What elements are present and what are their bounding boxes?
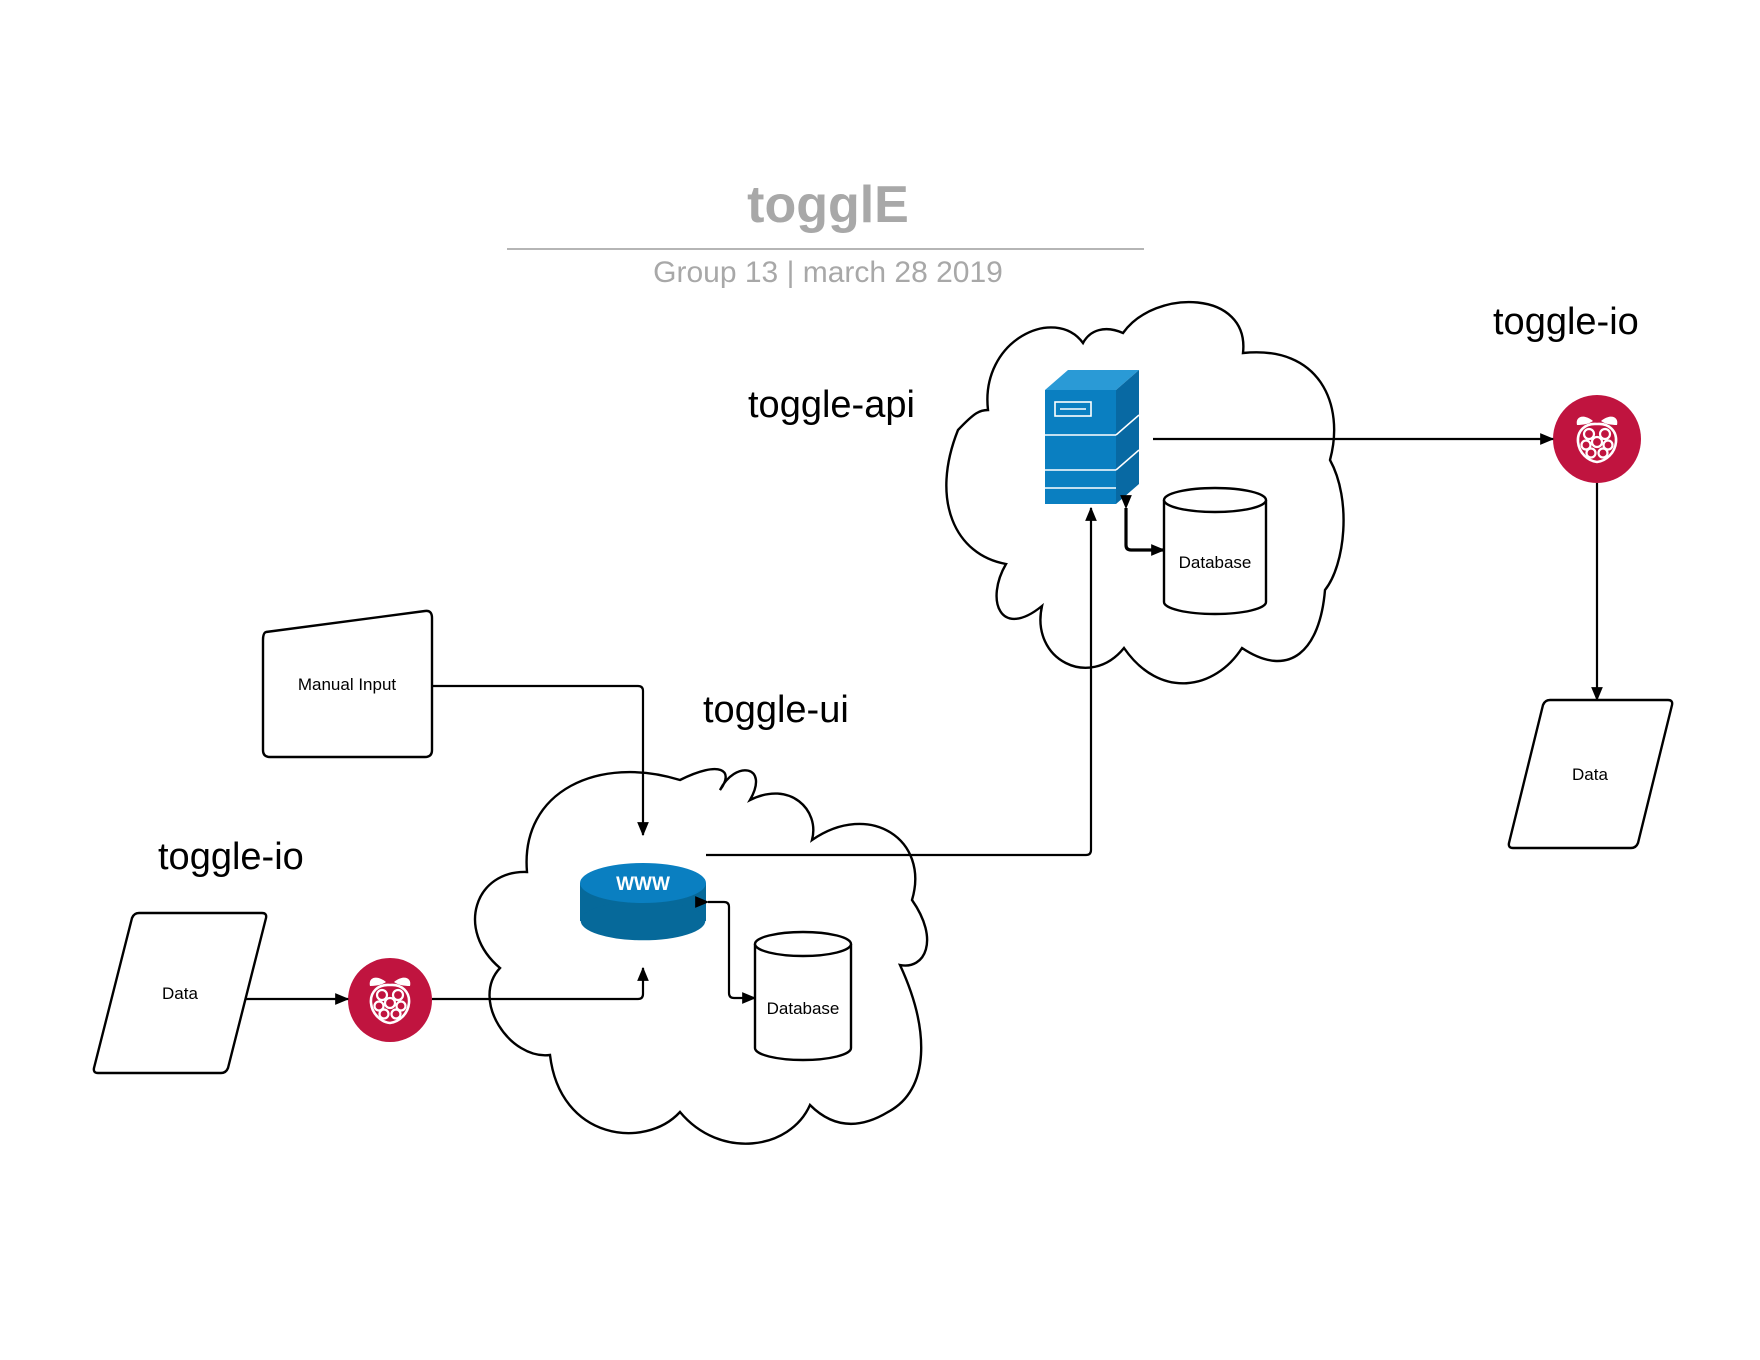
www-label: WWW <box>616 874 670 895</box>
raspberry-pi-icon[interactable] <box>1553 395 1641 483</box>
data-left-shape[interactable] <box>92 911 268 1075</box>
manual-input-label: Manual Input <box>298 675 397 694</box>
connector-server-to-database <box>1120 495 1166 556</box>
connector-www-to-server <box>706 506 1097 857</box>
label-toggle-io-left: toggle-io <box>158 836 304 878</box>
server-icon[interactable] <box>1045 370 1140 504</box>
toggle-ui-cloud <box>473 767 929 1145</box>
raspberry-pi-icon[interactable] <box>348 958 432 1042</box>
data-left-label: Data <box>162 984 198 1003</box>
database-ui-label: Database <box>767 999 840 1018</box>
diagram-subtitle: Group 13 | march 28 2019 <box>653 256 1003 289</box>
label-toggle-ui: toggle-ui <box>703 689 849 731</box>
database-icon <box>1162 500 1268 616</box>
manual-input-shape[interactable] <box>261 609 434 759</box>
toggle-api-cloud <box>945 300 1345 685</box>
www-icon[interactable]: WWW <box>579 863 707 942</box>
connector-manual-to-www <box>432 684 649 837</box>
database-ui[interactable]: Database <box>753 930 853 1062</box>
label-toggle-api: toggle-api <box>748 384 915 426</box>
database-api-top <box>1162 486 1268 514</box>
label-toggle-io-right: toggle-io <box>1493 301 1639 343</box>
database-ui-top <box>753 930 853 958</box>
database-icon <box>753 944 853 1062</box>
connector-www-to-database <box>695 896 757 1004</box>
database-api-label: Database <box>1179 553 1252 572</box>
connector-rpi-to-www <box>432 966 649 1001</box>
data-right-label: Data <box>1572 765 1608 784</box>
diagram-title: togglE <box>747 176 909 234</box>
data-right-shape[interactable] <box>1507 698 1674 850</box>
database-api[interactable]: Database <box>1162 486 1268 616</box>
